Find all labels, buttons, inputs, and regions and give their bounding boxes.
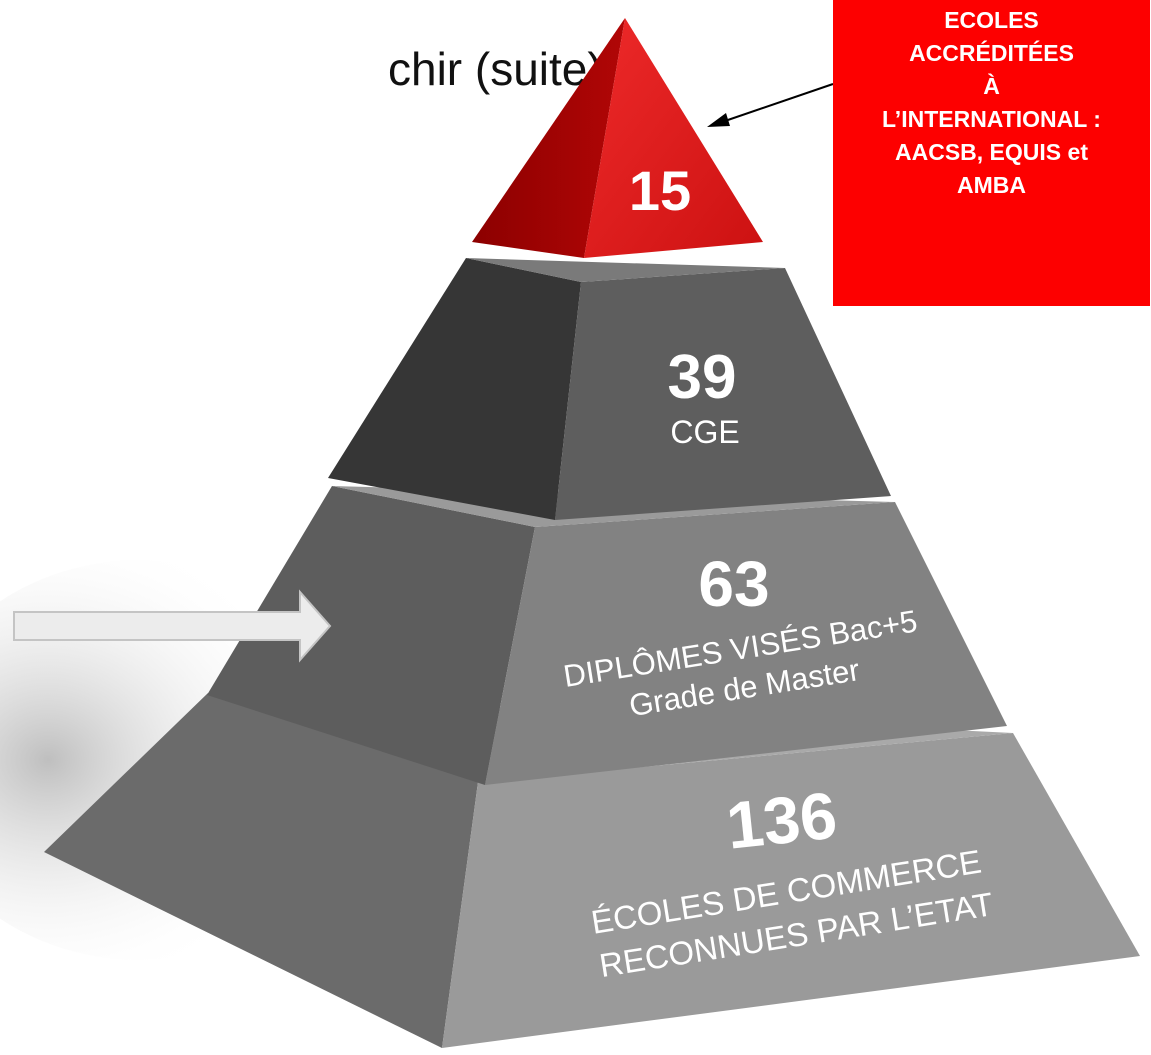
callout-line-2: ACCRÉDITÉES	[909, 40, 1074, 66]
slide-title: chir (suite)	[388, 43, 603, 95]
callout-line-3: À	[983, 73, 1000, 99]
callout-pointer-arrow	[707, 83, 834, 127]
pyramid-level-39	[328, 258, 891, 520]
level-39-label: CGE	[670, 414, 739, 450]
callout-line-4: L’INTERNATIONAL :	[882, 106, 1101, 132]
right-arrow-icon	[13, 589, 332, 663]
callout-line-5: AACSB, EQUIS et	[895, 139, 1088, 165]
level-15-value: 15	[629, 159, 691, 222]
level-136-value: 136	[723, 778, 840, 863]
pyramid-level-15	[472, 18, 763, 258]
callout-line-1: ECOLES	[944, 7, 1039, 33]
pyramid-level-136	[44, 693, 1140, 1048]
pyramid-level-63	[207, 486, 1007, 785]
accreditation-callout: ECOLES ACCRÉDITÉES À L’INTERNATIONAL : A…	[833, 0, 1150, 306]
level-39-value: 39	[668, 343, 737, 412]
callout-line-6: AMBA	[957, 172, 1026, 198]
level-63-value: 63	[698, 548, 769, 620]
